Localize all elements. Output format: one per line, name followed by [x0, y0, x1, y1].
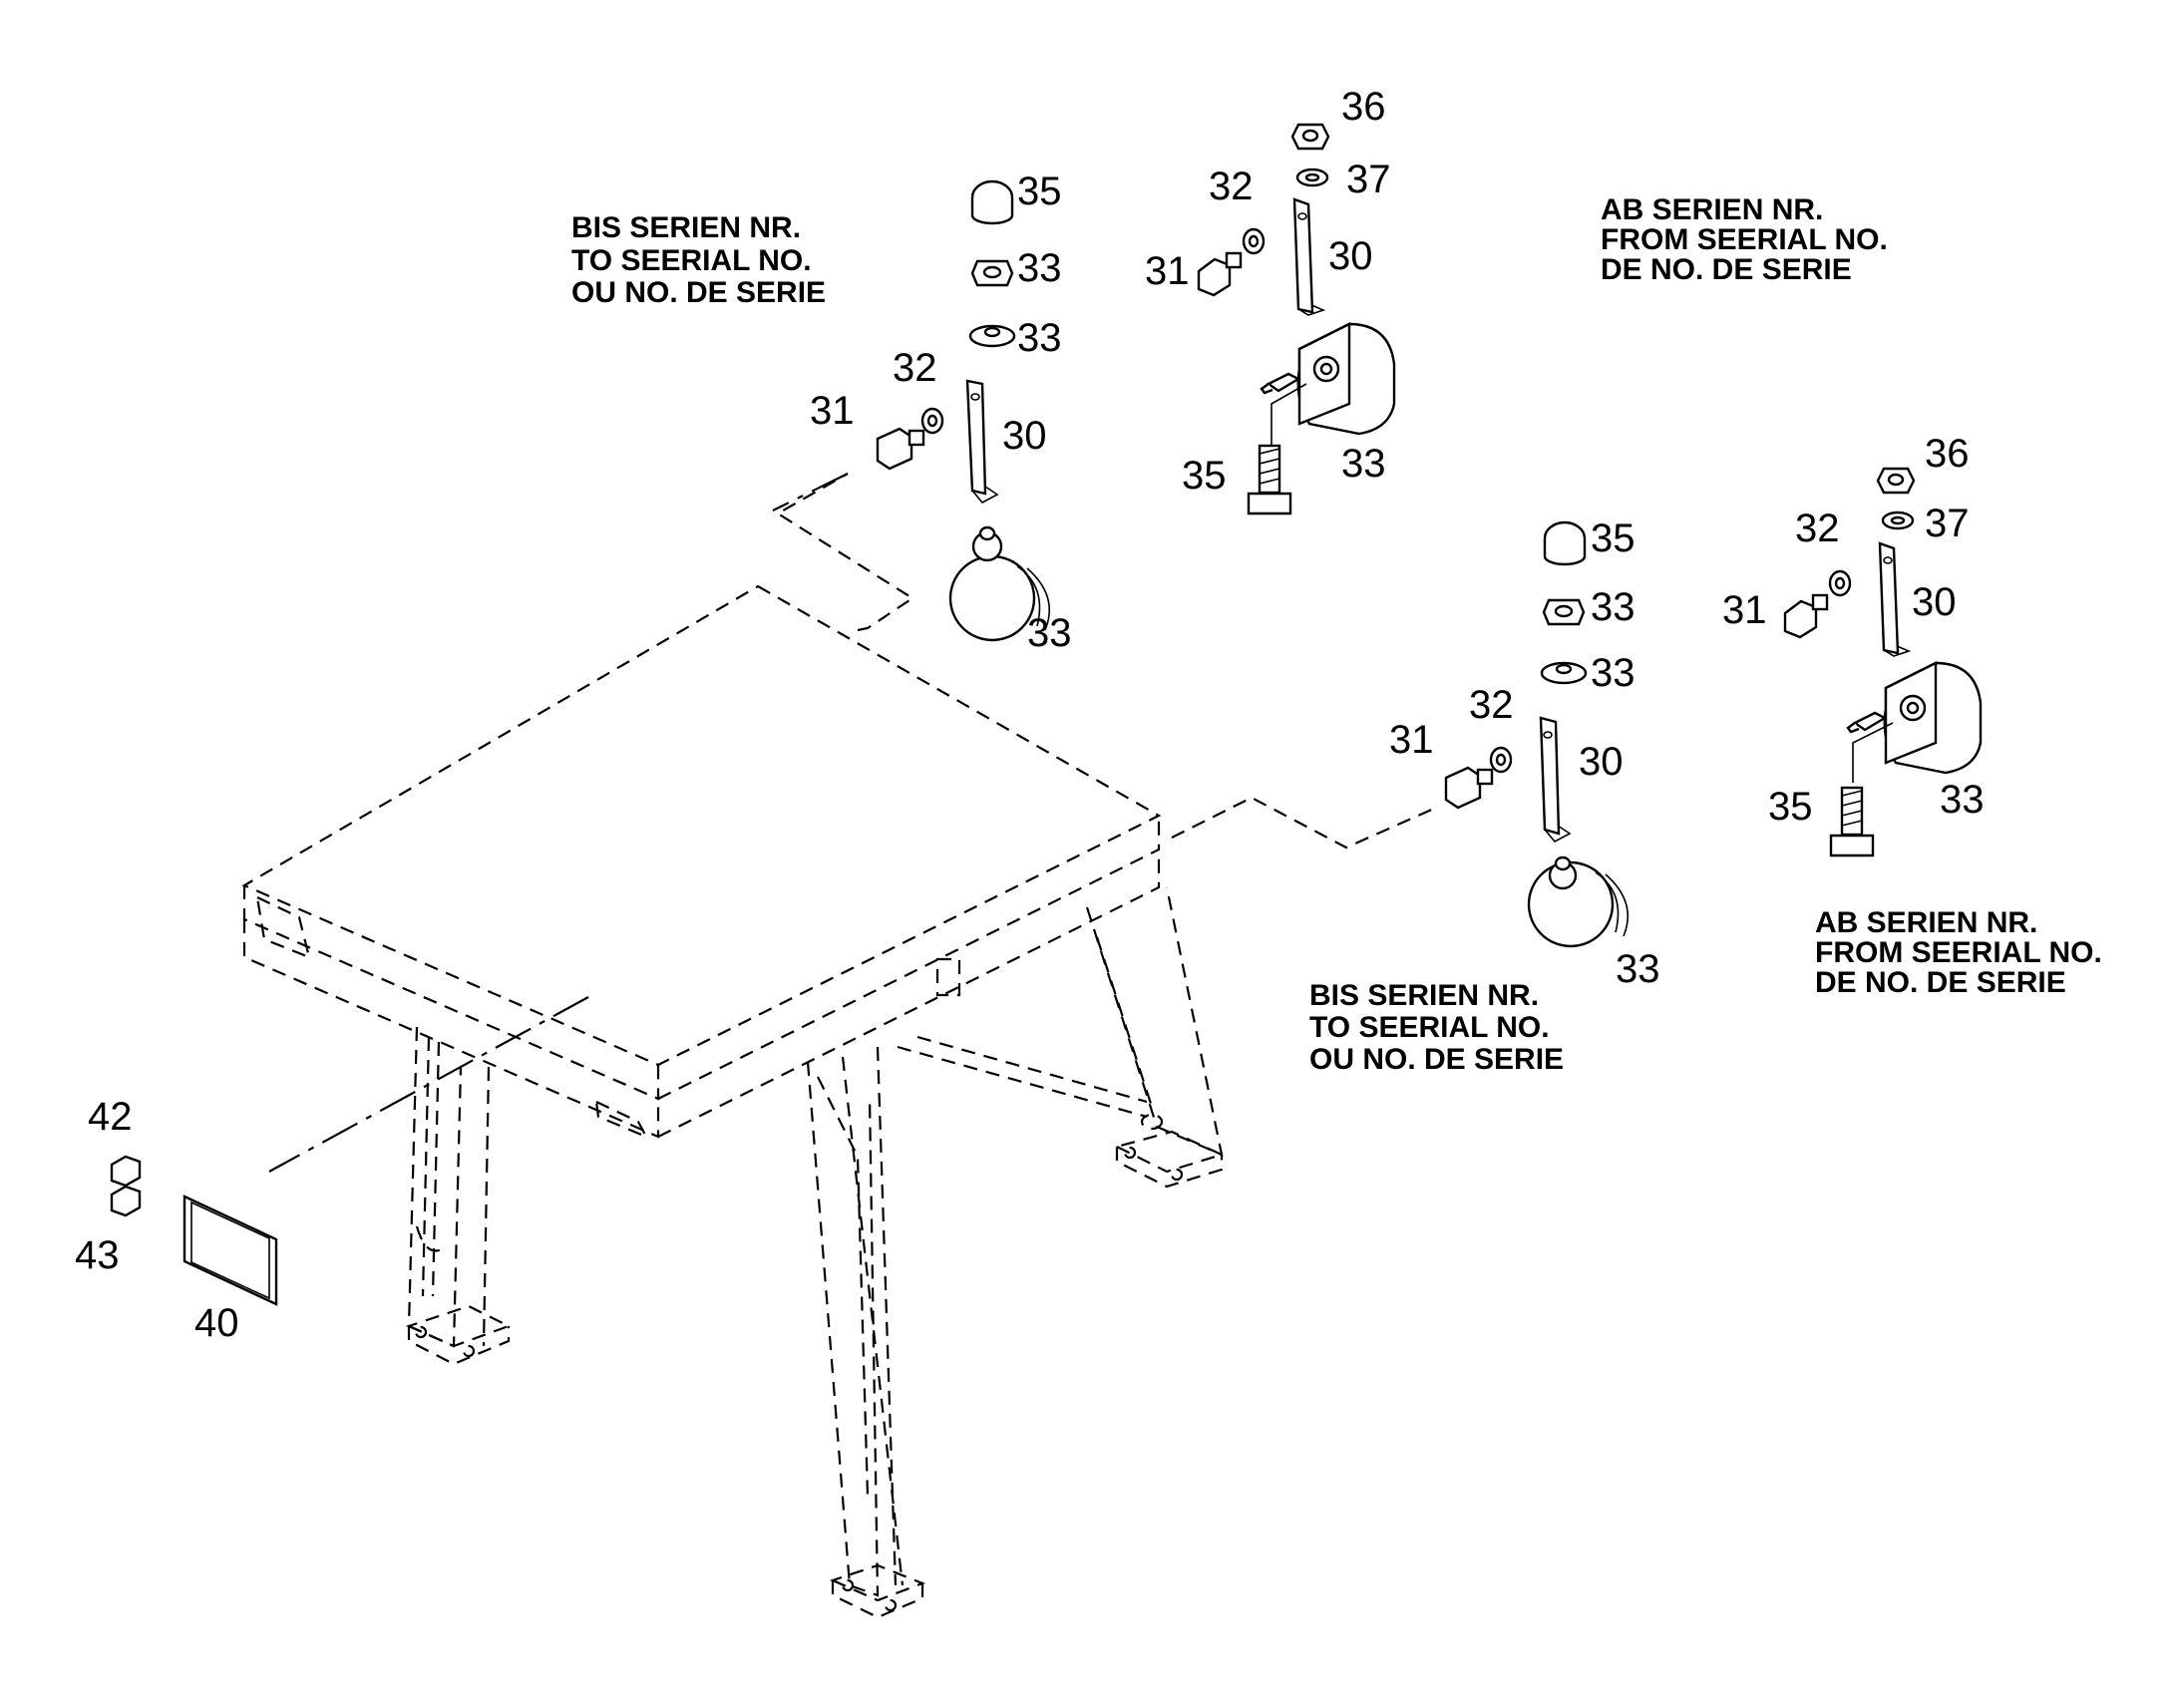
callout-35: 35: [1017, 170, 1062, 213]
note-line: OU NO. DE SERIE: [1309, 1043, 1564, 1076]
note-line: TO SEERIAL NO.: [571, 244, 812, 277]
callouts-group-4: 36 37 32 30 31 35 33: [1722, 432, 1985, 829]
machine-table: [241, 584, 1226, 1619]
callout-31: 31: [1389, 718, 1434, 762]
note-ab-top: AB SERIEN NR. FROM SEERIAL NO. DE NO. DE…: [1601, 193, 1888, 286]
callout-33: 33: [1591, 651, 1635, 695]
callout-33: 33: [1616, 947, 1660, 991]
callout-37: 37: [1346, 158, 1391, 201]
callout-33: 33: [1341, 442, 1386, 486]
callout-33: 33: [1027, 611, 1072, 655]
callout-30: 30: [1002, 414, 1047, 458]
light-assembly-ab-top: [1197, 123, 1396, 515]
note-line: BIS SERIEN NR.: [571, 211, 801, 244]
note-line: TO SEERIAL NO.: [1309, 1011, 1550, 1044]
note-line: DE NO. DE SERIE: [1601, 253, 1852, 286]
light-assembly-bis-right: [1444, 520, 1630, 948]
callouts-plate: 42 43 40: [75, 1095, 239, 1345]
callout-31: 31: [1145, 249, 1190, 293]
callout-31: 31: [810, 389, 855, 433]
note-ab-right: AB SERIEN NR. FROM SEERIAL NO. DE NO. DE…: [1815, 906, 2102, 999]
callouts-group-3: 35 33 33 32 31 30 33: [1389, 516, 1660, 991]
leader-lines: [268, 473, 1437, 1173]
callout-33: 33: [1940, 778, 1985, 822]
callout-35: 35: [1591, 516, 1635, 560]
callout-40: 40: [194, 1301, 239, 1345]
callout-32: 32: [893, 346, 937, 390]
callout-30: 30: [1328, 234, 1373, 278]
callouts-group-2: 36 37 32 30 31 35 33: [1145, 85, 1391, 498]
callout-33: 33: [1017, 316, 1062, 360]
callout-36: 36: [1925, 432, 1970, 476]
callout-36: 36: [1341, 85, 1386, 129]
callout-35: 35: [1768, 785, 1813, 829]
note-bis-right: BIS SERIEN NR. TO SEERIAL NO. OU NO. DE …: [1309, 979, 1564, 1076]
note-line: DE NO. DE SERIE: [1815, 966, 2066, 999]
note-line: FROM SEERIAL NO.: [1601, 223, 1888, 256]
light-assembly-bis-left: [876, 179, 1051, 642]
callout-37: 37: [1925, 502, 1970, 545]
callout-32: 32: [1469, 683, 1514, 727]
callout-33: 33: [1591, 585, 1635, 629]
callout-30: 30: [1579, 740, 1624, 784]
callout-42: 42: [88, 1095, 133, 1139]
note-bis-left: BIS SERIEN NR. TO SEERIAL NO. OU NO. DE …: [571, 211, 826, 309]
callout-35: 35: [1182, 454, 1227, 498]
note-line: BIS SERIEN NR.: [1309, 979, 1539, 1012]
callout-32: 32: [1795, 507, 1840, 550]
note-line: FROM SEERIAL NO.: [1815, 936, 2102, 969]
plate-assembly: [110, 1155, 278, 1306]
callout-32: 32: [1209, 165, 1254, 208]
light-assembly-ab-right: [1783, 467, 1983, 857]
callout-30: 30: [1912, 580, 1957, 624]
callout-33: 33: [1017, 246, 1062, 290]
note-line: AB SERIEN NR.: [1601, 193, 1823, 226]
callout-31: 31: [1722, 588, 1767, 632]
note-line: OU NO. DE SERIE: [571, 276, 826, 309]
note-line: AB SERIEN NR.: [1815, 906, 2037, 939]
callout-43: 43: [75, 1233, 120, 1277]
callouts-group-1: 35 33 33 32 31 30 33: [810, 170, 1072, 655]
